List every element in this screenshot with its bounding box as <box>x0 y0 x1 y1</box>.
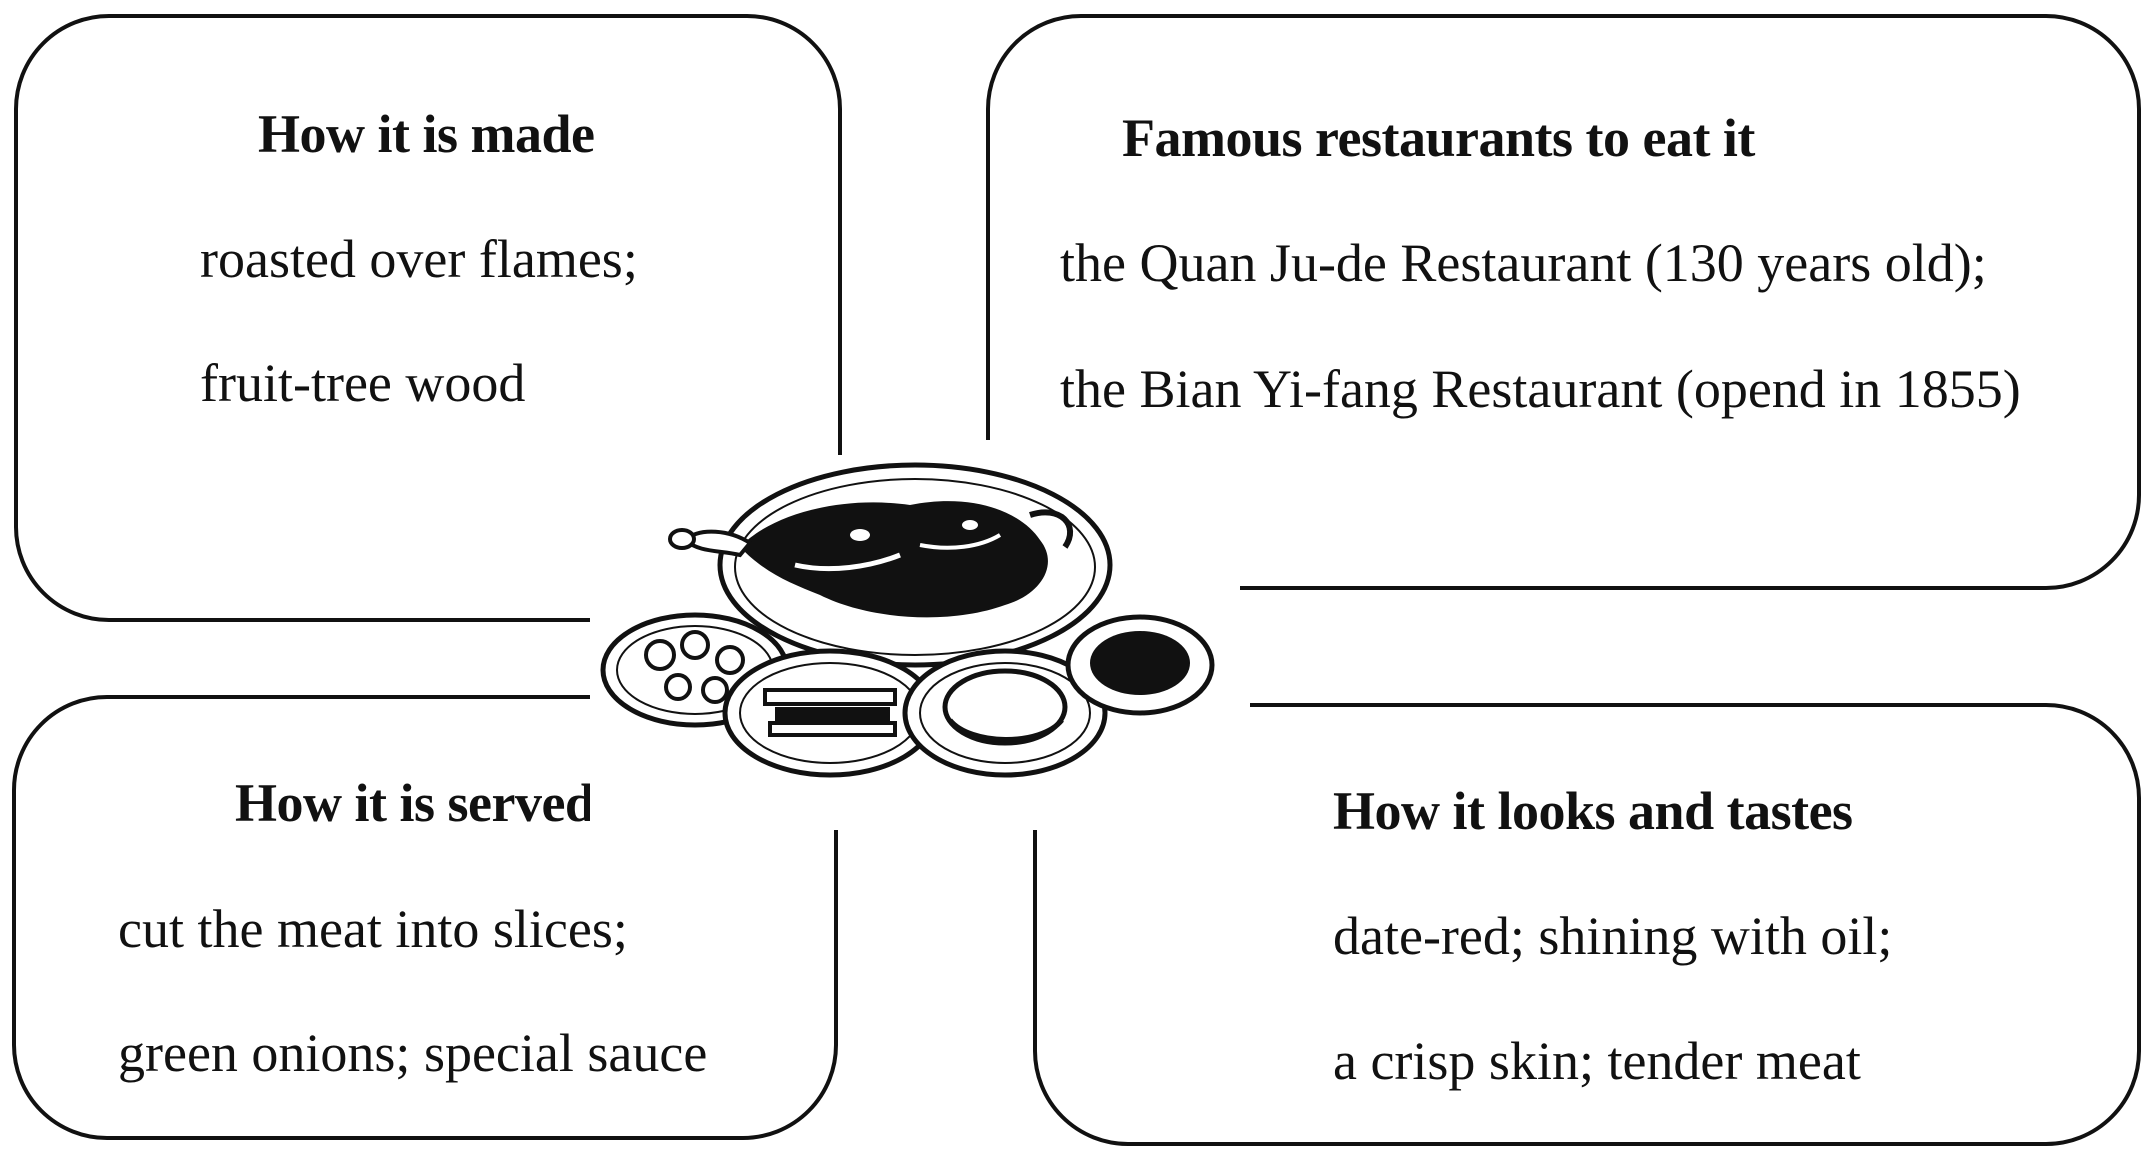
panel-how-it-is-made <box>14 14 842 622</box>
roast-duck-dish-icon <box>600 462 1215 778</box>
panel-line: date-red; shining with oil; <box>1333 906 1893 966</box>
panel-famous-restaurants <box>986 14 2141 590</box>
panel-heading-how-it-is-served: How it is served <box>235 773 595 833</box>
panel-line: the Quan Ju-de Restaurant (130 years old… <box>1060 233 1987 293</box>
panel-heading-how-it-looks-and-tastes: How it looks and tastes <box>1333 781 1853 841</box>
panel-heading-famous-restaurants: Famous restaurants to eat it <box>1122 108 1755 168</box>
panel-line: fruit-tree wood <box>200 353 526 413</box>
panel-line: cut the meat into slices; <box>118 899 628 959</box>
panel-line: green onions; special sauce <box>118 1023 708 1083</box>
panel-line: roasted over flames; <box>200 229 638 289</box>
panel-line: the Bian Yi-fang Restaurant (opend in 18… <box>1060 359 2021 419</box>
panel-how-it-looks-and-tastes <box>1033 703 2141 1146</box>
panel-heading-how-it-is-made: How it is made <box>258 104 595 164</box>
panel-how-it-is-served <box>12 695 838 1140</box>
panel-line: a crisp skin; tender meat <box>1333 1031 1861 1091</box>
